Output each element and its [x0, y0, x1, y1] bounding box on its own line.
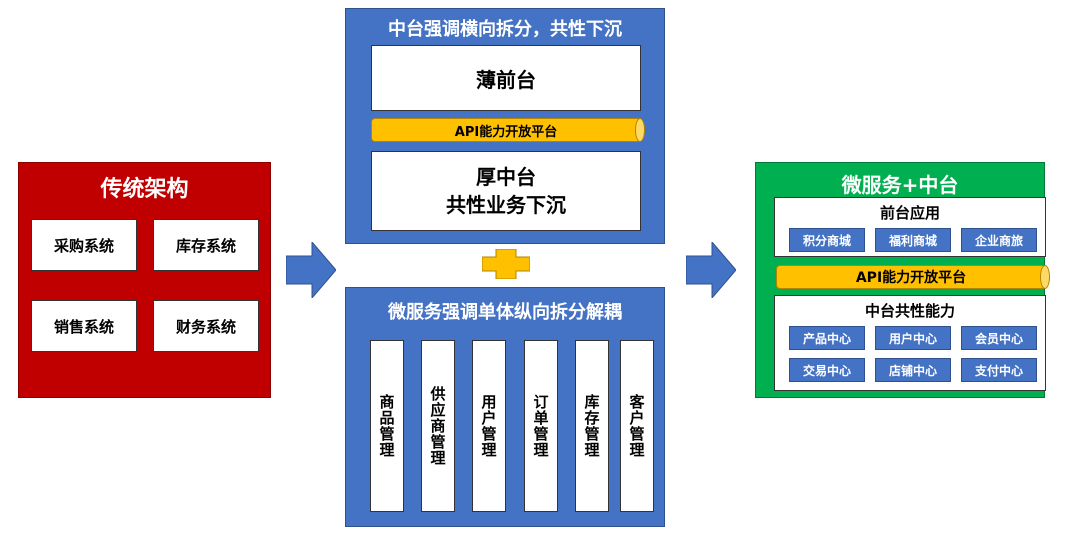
front-app-chip: 企业商旅	[961, 228, 1037, 252]
service-column-inventory: 库存管理	[575, 340, 609, 512]
traditional-architecture-title: 传统架构	[100, 177, 189, 202]
capabilities-title: 中台共性能力	[864, 302, 955, 320]
service-column-product: 商品管理	[370, 340, 404, 512]
capability-chip: 支付中心	[961, 358, 1037, 382]
capabilities-box: 中台共性能力 产品中心 用户中心 会员中心 交易中心 店铺中心 支付中心	[774, 295, 1046, 391]
service-column-supplier: 供应商管理	[421, 340, 455, 512]
capability-chip: 店铺中心	[875, 358, 951, 382]
right-arrow-icon	[286, 242, 336, 298]
api-platform-label: API能力开放平台	[855, 270, 967, 286]
front-app-chip: 积分商城	[789, 228, 865, 252]
front-app-chip: 福利商城	[875, 228, 951, 252]
capability-chip: 产品中心	[789, 326, 865, 350]
api-platform-pipe: API能力开放平台	[371, 118, 645, 142]
service-column-label: 客户管理	[627, 394, 646, 458]
system-box-sales: 销售系统	[31, 300, 137, 352]
middle-platform-title: 中台强调横向拆分，共性下沉	[388, 19, 622, 40]
thick-middle-line1: 厚中台	[476, 165, 536, 189]
service-column-customer: 客户管理	[620, 340, 654, 512]
thick-middle-line2: 共性业务下沉	[446, 193, 566, 217]
system-box-purchase: 采购系统	[31, 219, 137, 271]
service-column-label: 供应商管理	[428, 386, 447, 466]
service-column-label: 用户管理	[479, 394, 498, 458]
front-apps-box: 前台应用 积分商城 福利商城 企业商旅	[774, 197, 1046, 257]
capability-chip: 用户中心	[875, 326, 951, 350]
service-column-order: 订单管理	[524, 340, 558, 512]
thin-front-box: 薄前台	[371, 45, 641, 111]
traditional-architecture-panel: 传统架构 采购系统 库存系统 销售系统 财务系统	[18, 162, 271, 398]
pipe-end-cap	[635, 118, 645, 142]
thick-middle-box: 厚中台 共性业务下沉	[371, 151, 641, 231]
front-apps-title: 前台应用	[879, 204, 940, 222]
api-platform-label: API能力开放平台	[454, 124, 558, 140]
service-column-label: 库存管理	[582, 394, 601, 458]
service-column-label: 订单管理	[531, 394, 550, 458]
microservice-panel: 微服务强调单体纵向拆分解耦 商品管理 供应商管理 用户管理 订单管理 库存管理 …	[345, 287, 665, 527]
microservice-middle-platform-panel: 微服务+中台 前台应用 积分商城 福利商城 企业商旅 API能力开放平台 中台共…	[755, 162, 1050, 398]
capability-chip: 交易中心	[789, 358, 865, 382]
microservice-middle-platform-title: 微服务+中台	[841, 173, 959, 197]
microservice-title: 微服务强调单体纵向拆分解耦	[388, 302, 622, 323]
plus-connector-icon	[482, 249, 530, 279]
api-platform-pipe: API能力开放平台	[776, 265, 1050, 289]
service-column-user: 用户管理	[472, 340, 506, 512]
capability-chip: 会员中心	[961, 326, 1037, 350]
system-box-finance: 财务系统	[153, 300, 259, 352]
system-box-inventory: 库存系统	[153, 219, 259, 271]
right-arrow-icon	[686, 242, 736, 298]
service-column-label: 商品管理	[377, 394, 396, 458]
pipe-end-cap	[1040, 265, 1050, 289]
middle-platform-panel: 中台强调横向拆分，共性下沉 薄前台 API能力开放平台 厚中台 共性业务下沉	[345, 8, 665, 244]
